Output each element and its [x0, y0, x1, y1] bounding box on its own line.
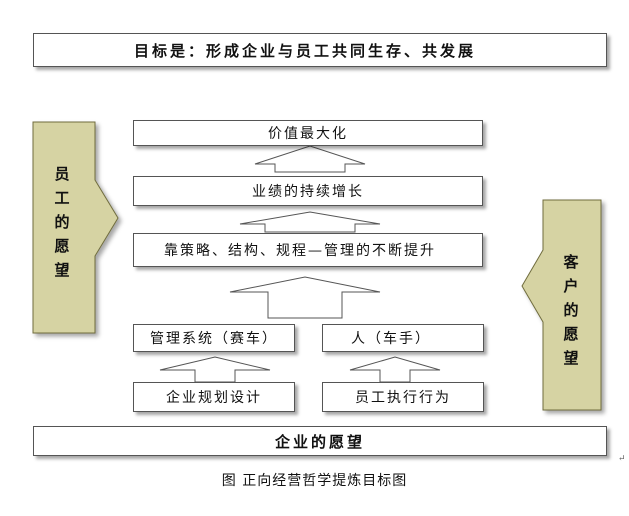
- employee-wish-char: 工: [54, 189, 70, 207]
- growth-text: 业绩的持续增长: [252, 184, 364, 200]
- customer-wish-char: 望: [563, 349, 579, 367]
- up-arrow-system: [159, 356, 271, 383]
- planning-box: 企业规划设计: [133, 382, 295, 412]
- value-text: 价值最大化: [268, 126, 348, 142]
- goal-banner: 目标是：形成企业与员工共同生存、共发展: [33, 33, 607, 67]
- up-arrow-people: [349, 356, 441, 383]
- execution-text: 员工执行行为: [355, 390, 451, 406]
- customer-wish-label: 客 户 的 愿 望: [556, 250, 586, 370]
- improvement-box: 靠策略、结构、规程—管理的不断提升: [133, 233, 483, 267]
- customer-wish-char: 的: [563, 301, 579, 319]
- up-arrow-growth: [239, 211, 381, 233]
- employee-wish-char: 望: [54, 261, 70, 279]
- value-box: 价值最大化: [133, 120, 483, 146]
- customer-wish-char: 愿: [563, 325, 579, 343]
- customer-wish-char: 客: [563, 253, 579, 271]
- employee-wish-arrow: [32, 121, 119, 334]
- growth-box: 业绩的持续增长: [133, 176, 483, 206]
- goal-text: 目标是：形成企业与员工共同生存、共发展: [134, 41, 477, 60]
- employee-wish-char: 的: [54, 213, 70, 231]
- employee-wish-char: 员: [54, 165, 70, 183]
- system-text: 管理系统（赛车）: [150, 331, 278, 347]
- people-text: 人（车手）: [351, 331, 431, 347]
- system-box: 管理系统（赛车）: [133, 324, 295, 352]
- customer-wish-char: 户: [563, 277, 579, 295]
- base-banner: 企业的愿望: [33, 426, 607, 456]
- improvement-text: 靠策略、结构、规程—管理的不断提升: [164, 243, 436, 259]
- planning-text: 企业规划设计: [166, 390, 262, 406]
- employee-wish-char: 愿: [54, 237, 70, 255]
- people-box: 人（车手）: [322, 324, 484, 352]
- text-marker: ↵: [618, 454, 626, 464]
- employee-wish-label: 员 工 的 愿 望: [47, 162, 77, 282]
- figure-caption: 图 正向经营哲学提炼目标图: [221, 473, 408, 489]
- execution-box: 员工执行行为: [322, 382, 484, 412]
- up-arrow-value: [254, 145, 366, 173]
- customer-wish-arrow: [521, 199, 602, 411]
- base-text: 企业的愿望: [274, 432, 365, 451]
- up-arrow-improvement: [229, 276, 381, 319]
